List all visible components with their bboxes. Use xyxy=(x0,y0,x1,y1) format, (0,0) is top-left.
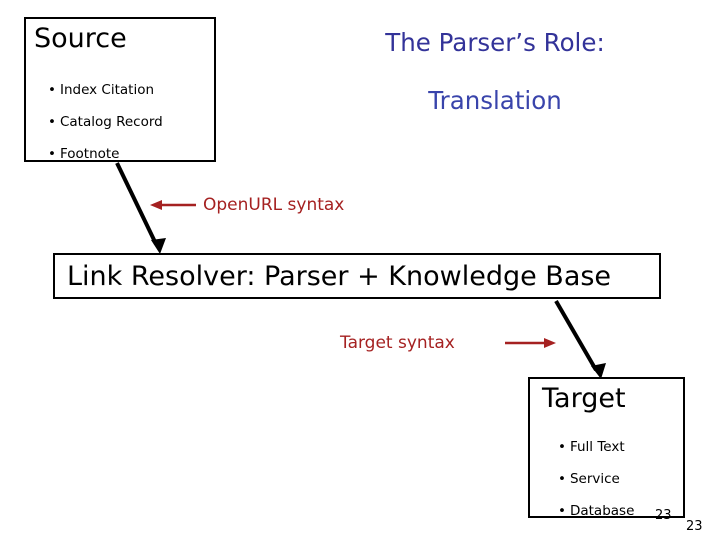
target-box: Target •Full Text •Service •Database xyxy=(528,377,685,519)
bullet-dot-icon: • xyxy=(48,146,56,162)
link-resolver-heading: Link Resolver: Parser + Knowledge Base xyxy=(67,261,612,292)
arrow-resolver-to-target xyxy=(554,299,606,379)
target-box-heading: Target xyxy=(542,383,626,414)
page-number-secondary: 23 xyxy=(686,519,703,534)
source-bullet-footnote: •Footnote xyxy=(48,138,218,170)
source-bullet-index-citation: •Index Citation xyxy=(48,74,218,106)
arrow-source-to-resolver xyxy=(115,162,166,254)
source-bullet-label: Catalog Record xyxy=(59,114,163,130)
bullet-dot-icon: • xyxy=(558,471,566,487)
slide-title-line1: The Parser’s Role: xyxy=(385,28,605,57)
bullet-dot-icon: • xyxy=(558,503,566,519)
target-bullet-database: •Database xyxy=(558,495,693,527)
bullet-dot-icon: • xyxy=(48,82,56,98)
source-bullet-catalog-record: •Catalog Record xyxy=(48,106,218,138)
source-bullet-label: Index Citation xyxy=(59,82,155,98)
source-box: Source •Index Citation •Catalog Record •… xyxy=(24,17,216,162)
target-bullet-full-text: •Full Text xyxy=(558,431,693,463)
source-bullet-label: Footnote xyxy=(59,146,120,162)
target-bullet-label: Service xyxy=(569,471,620,487)
openurl-syntax-label: OpenURL syntax xyxy=(203,195,345,215)
bullet-dot-icon: • xyxy=(48,114,56,130)
link-resolver-box: Link Resolver: Parser + Knowledge Base xyxy=(53,253,661,299)
page-number-primary: 23 xyxy=(655,508,672,523)
target-bullet-label: Full Text xyxy=(569,439,625,455)
target-syntax-arrow-right-icon xyxy=(505,338,556,348)
source-box-bullet-list: •Index Citation •Catalog Record •Footnot… xyxy=(48,74,218,170)
target-bullet-label: Database xyxy=(569,503,635,519)
openurl-arrow-left-icon xyxy=(150,200,196,210)
target-bullet-service: •Service xyxy=(558,463,693,495)
slide-title-line2: Translation xyxy=(428,86,562,115)
source-box-heading: Source xyxy=(34,23,127,54)
bullet-dot-icon: • xyxy=(558,439,566,455)
target-box-bullet-list: •Full Text •Service •Database xyxy=(558,431,693,527)
target-syntax-label: Target syntax xyxy=(340,333,455,353)
